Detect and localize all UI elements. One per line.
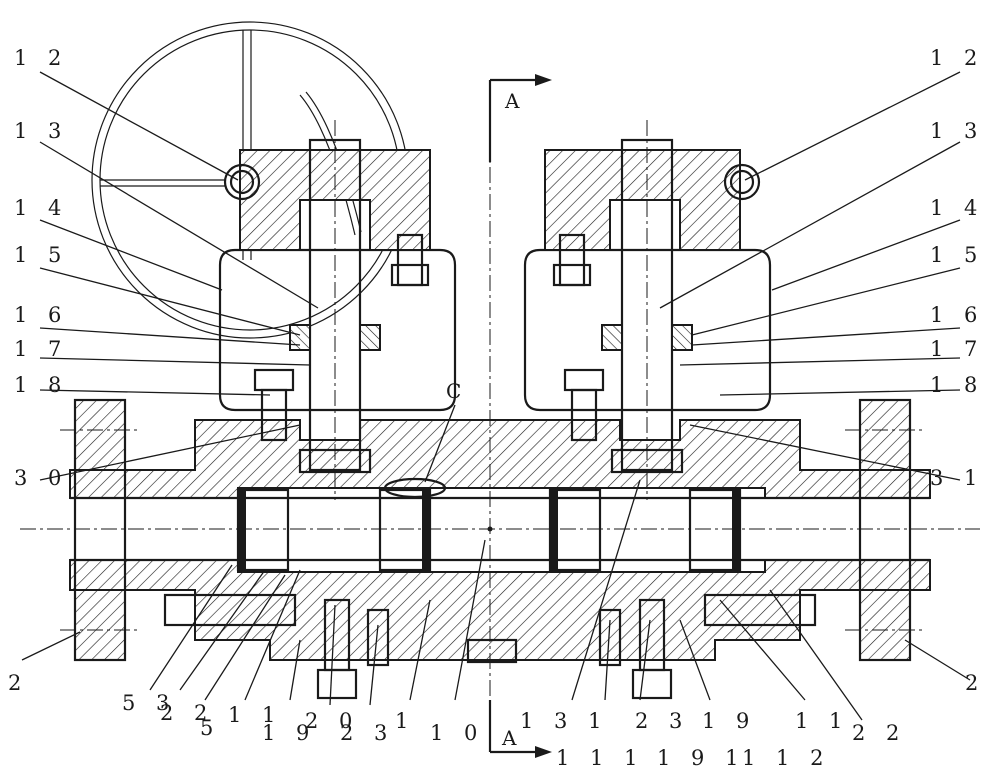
label-2-right: 2 bbox=[965, 671, 985, 695]
label-30: 3 0 bbox=[14, 466, 68, 490]
lower-fasteners bbox=[163, 593, 817, 700]
label-12-right: 1 2 bbox=[930, 46, 984, 70]
label-19-right: 1 9 bbox=[702, 709, 756, 733]
label-5: 5 bbox=[200, 716, 220, 740]
label-15-left: 1 5 bbox=[14, 243, 68, 267]
left-flange bbox=[60, 398, 140, 662]
label-112: 1 1 2 bbox=[742, 746, 830, 770]
label-10: 1 0 bbox=[430, 721, 484, 745]
label-111: 1 1 1 bbox=[556, 746, 644, 770]
label-1: 1 bbox=[395, 709, 415, 733]
label-131: 1 3 1 bbox=[520, 709, 608, 733]
label-191: 1 9 1 bbox=[657, 746, 745, 770]
label-14-right: 1 4 bbox=[930, 196, 984, 220]
leader-lines bbox=[21, 71, 971, 721]
center-point bbox=[487, 526, 493, 532]
section-marker-bottom: A bbox=[488, 700, 552, 758]
section-label-bottom: A bbox=[501, 726, 517, 750]
label-14-left: 1 4 bbox=[14, 196, 68, 220]
label-16-left: 1 6 bbox=[14, 303, 68, 327]
label-13-right: 1 3 bbox=[930, 119, 984, 143]
label-17-right: 1 7 bbox=[930, 337, 984, 361]
label-13-left: 1 3 bbox=[14, 119, 68, 143]
label-15-right: 1 5 bbox=[930, 243, 984, 267]
label-11-left: 1 1 bbox=[228, 703, 282, 727]
label-53: 5 3 bbox=[122, 691, 176, 715]
label-23-right: 2 3 bbox=[635, 709, 689, 733]
left-bonnet bbox=[218, 120, 457, 500]
label-16-right: 1 6 bbox=[930, 303, 984, 327]
label-19-left: 1 9 bbox=[262, 721, 316, 745]
section-marker-top: A bbox=[488, 74, 552, 162]
label-23-left: 2 3 bbox=[340, 721, 394, 745]
label-12-left: 1 2 bbox=[14, 46, 68, 70]
right-bonnet bbox=[523, 120, 772, 500]
right-seat-assembly bbox=[548, 488, 742, 572]
label-18-left: 1 8 bbox=[14, 373, 68, 397]
label-20: 2 0 bbox=[305, 709, 359, 733]
left-seat-assembly bbox=[236, 477, 447, 572]
section-label-top: A bbox=[504, 89, 520, 113]
label-11-right: 1 1 bbox=[795, 709, 849, 733]
label-31: 3 1 bbox=[930, 466, 984, 490]
label-22-left: 2 2 bbox=[160, 701, 214, 725]
label-17-left: 1 7 bbox=[14, 337, 68, 361]
label-18-right: 1 8 bbox=[930, 373, 984, 397]
right-flange bbox=[845, 398, 925, 662]
detail-label-c: C bbox=[446, 379, 461, 403]
label-2-left: 2 bbox=[8, 671, 28, 695]
label-22-right: 2 2 bbox=[852, 721, 906, 745]
